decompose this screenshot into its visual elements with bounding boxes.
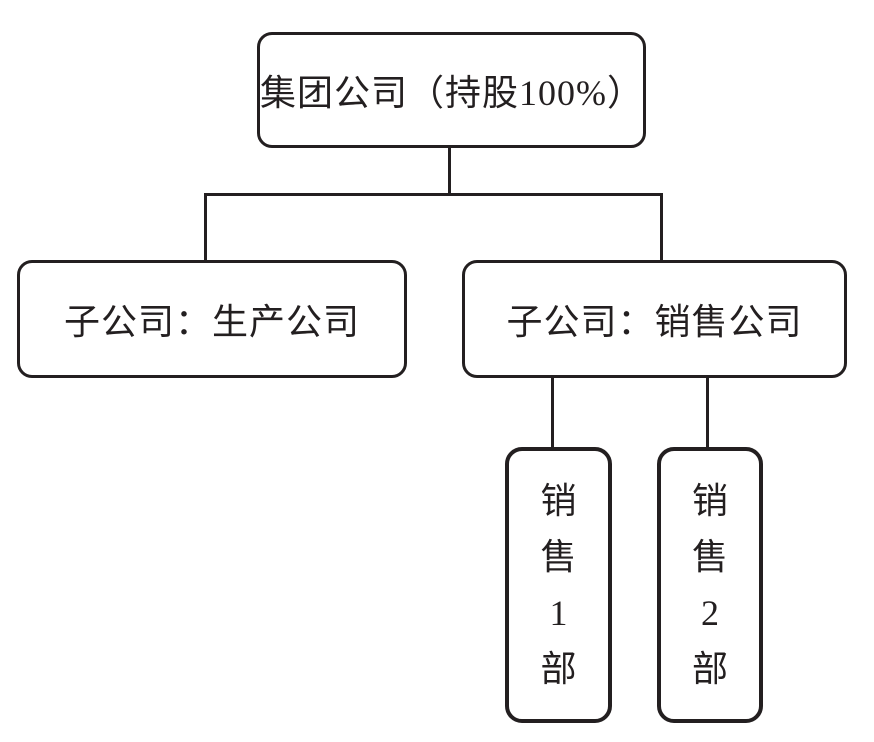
node-sales-dept-2-char: 销 bbox=[691, 481, 728, 521]
node-sales-dept-2-char: 售 bbox=[691, 537, 728, 577]
connector-horizontal-bar bbox=[204, 193, 663, 196]
connector-drop-sales-dept-2 bbox=[706, 377, 709, 447]
node-sales-subsidiary-label: 子公司：销售公司 bbox=[506, 302, 803, 342]
node-production-subsidiary-label: 子公司：生产公司 bbox=[63, 302, 360, 342]
connector-drop-sales-dept-1 bbox=[551, 377, 554, 447]
node-sales-subsidiary: 子公司：销售公司 bbox=[462, 260, 847, 378]
node-sales-dept-1-char: 售 bbox=[540, 537, 577, 577]
node-production-subsidiary: 子公司：生产公司 bbox=[17, 260, 407, 378]
connector-drop-sales bbox=[660, 193, 663, 260]
node-sales-dept-1-char: 1 bbox=[549, 593, 568, 633]
node-sales-dept-2-char: 部 bbox=[691, 649, 728, 689]
node-group-company-label: 集团公司（持股100%） bbox=[260, 73, 644, 113]
node-sales-dept-1-char: 部 bbox=[540, 649, 577, 689]
node-group-company: 集团公司（持股100%） bbox=[257, 32, 646, 148]
node-sales-dept-2-char: 2 bbox=[701, 593, 719, 633]
connector-root-stem bbox=[448, 147, 451, 194]
node-sales-dept-1: 销 售 1 部 bbox=[505, 447, 612, 723]
node-sales-dept-1-char: 销 bbox=[540, 481, 577, 521]
connector-drop-production bbox=[204, 193, 207, 260]
node-sales-dept-2: 销 售 2 部 bbox=[657, 447, 763, 723]
